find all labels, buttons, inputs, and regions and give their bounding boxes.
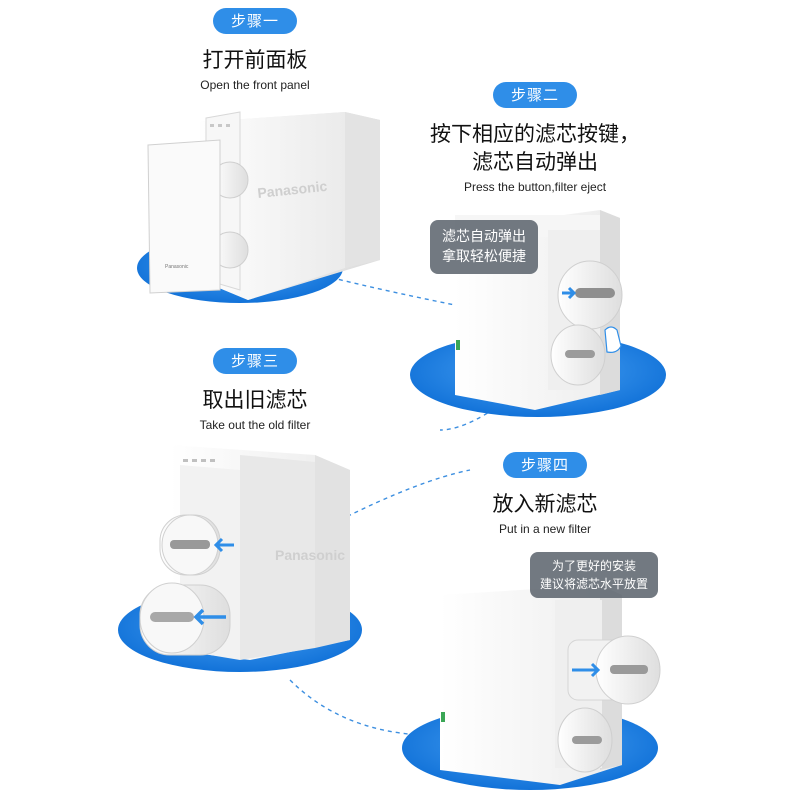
eject-callout-bubble: 滤芯自动弹出 拿取轻松便捷 [430,220,538,274]
step2-pill: 步骤二 [492,82,577,108]
step2-title-line1: 按下相应的滤芯按键， [430,122,640,146]
step2-subtitle: Press the button,filter eject [463,180,607,194]
step2-caption: 步骤二 按下相应的滤芯按键， 滤芯自动弹出 Press the button,f… [420,82,650,194]
step3-caption: 步骤三 取出旧滤芯 Take out the old filter [150,348,360,432]
step1-caption: 步骤一 打开前面板 Open the front panel [150,8,360,92]
step3-pill: 步骤三 [212,348,297,374]
step1-subtitle: Open the front panel [200,78,310,92]
step1-pill: 步骤一 [212,8,297,34]
step4-pill: 步骤四 [502,452,587,478]
step4-title: 放入新滤芯 [492,492,598,516]
install-callout-line2: 建议将滤芯水平放置 [540,577,649,591]
step3-brand-logo: Panasonic [275,547,345,563]
install-callout-line1: 为了更好的安装 [552,559,637,573]
step4-subtitle: Put in a new filter [498,522,592,536]
step1-brand-logo: Panasonic [257,178,329,201]
step4-caption: 步骤四 放入新滤芯 Put in a new filter [440,452,650,536]
step3-title: 取出旧滤芯 [202,388,308,412]
svg-text:Panasonic: Panasonic [165,264,189,270]
install-callout-bubble: 为了更好的安装 建议将滤芯水平放置 [530,552,659,598]
step4-unit [402,585,661,790]
eject-callout-line2: 拿取轻松便捷 [442,249,526,265]
step1-title: 打开前面板 [202,48,308,72]
step3-subtitle: Take out the old filter [199,418,311,432]
step3-unit: Panasonic [118,445,362,672]
step2-title-line2: 滤芯自动弹出 [472,150,598,174]
eject-callout-line1: 滤芯自动弹出 [442,229,526,245]
step1-unit: Panasonic Panasonic [137,111,380,303]
